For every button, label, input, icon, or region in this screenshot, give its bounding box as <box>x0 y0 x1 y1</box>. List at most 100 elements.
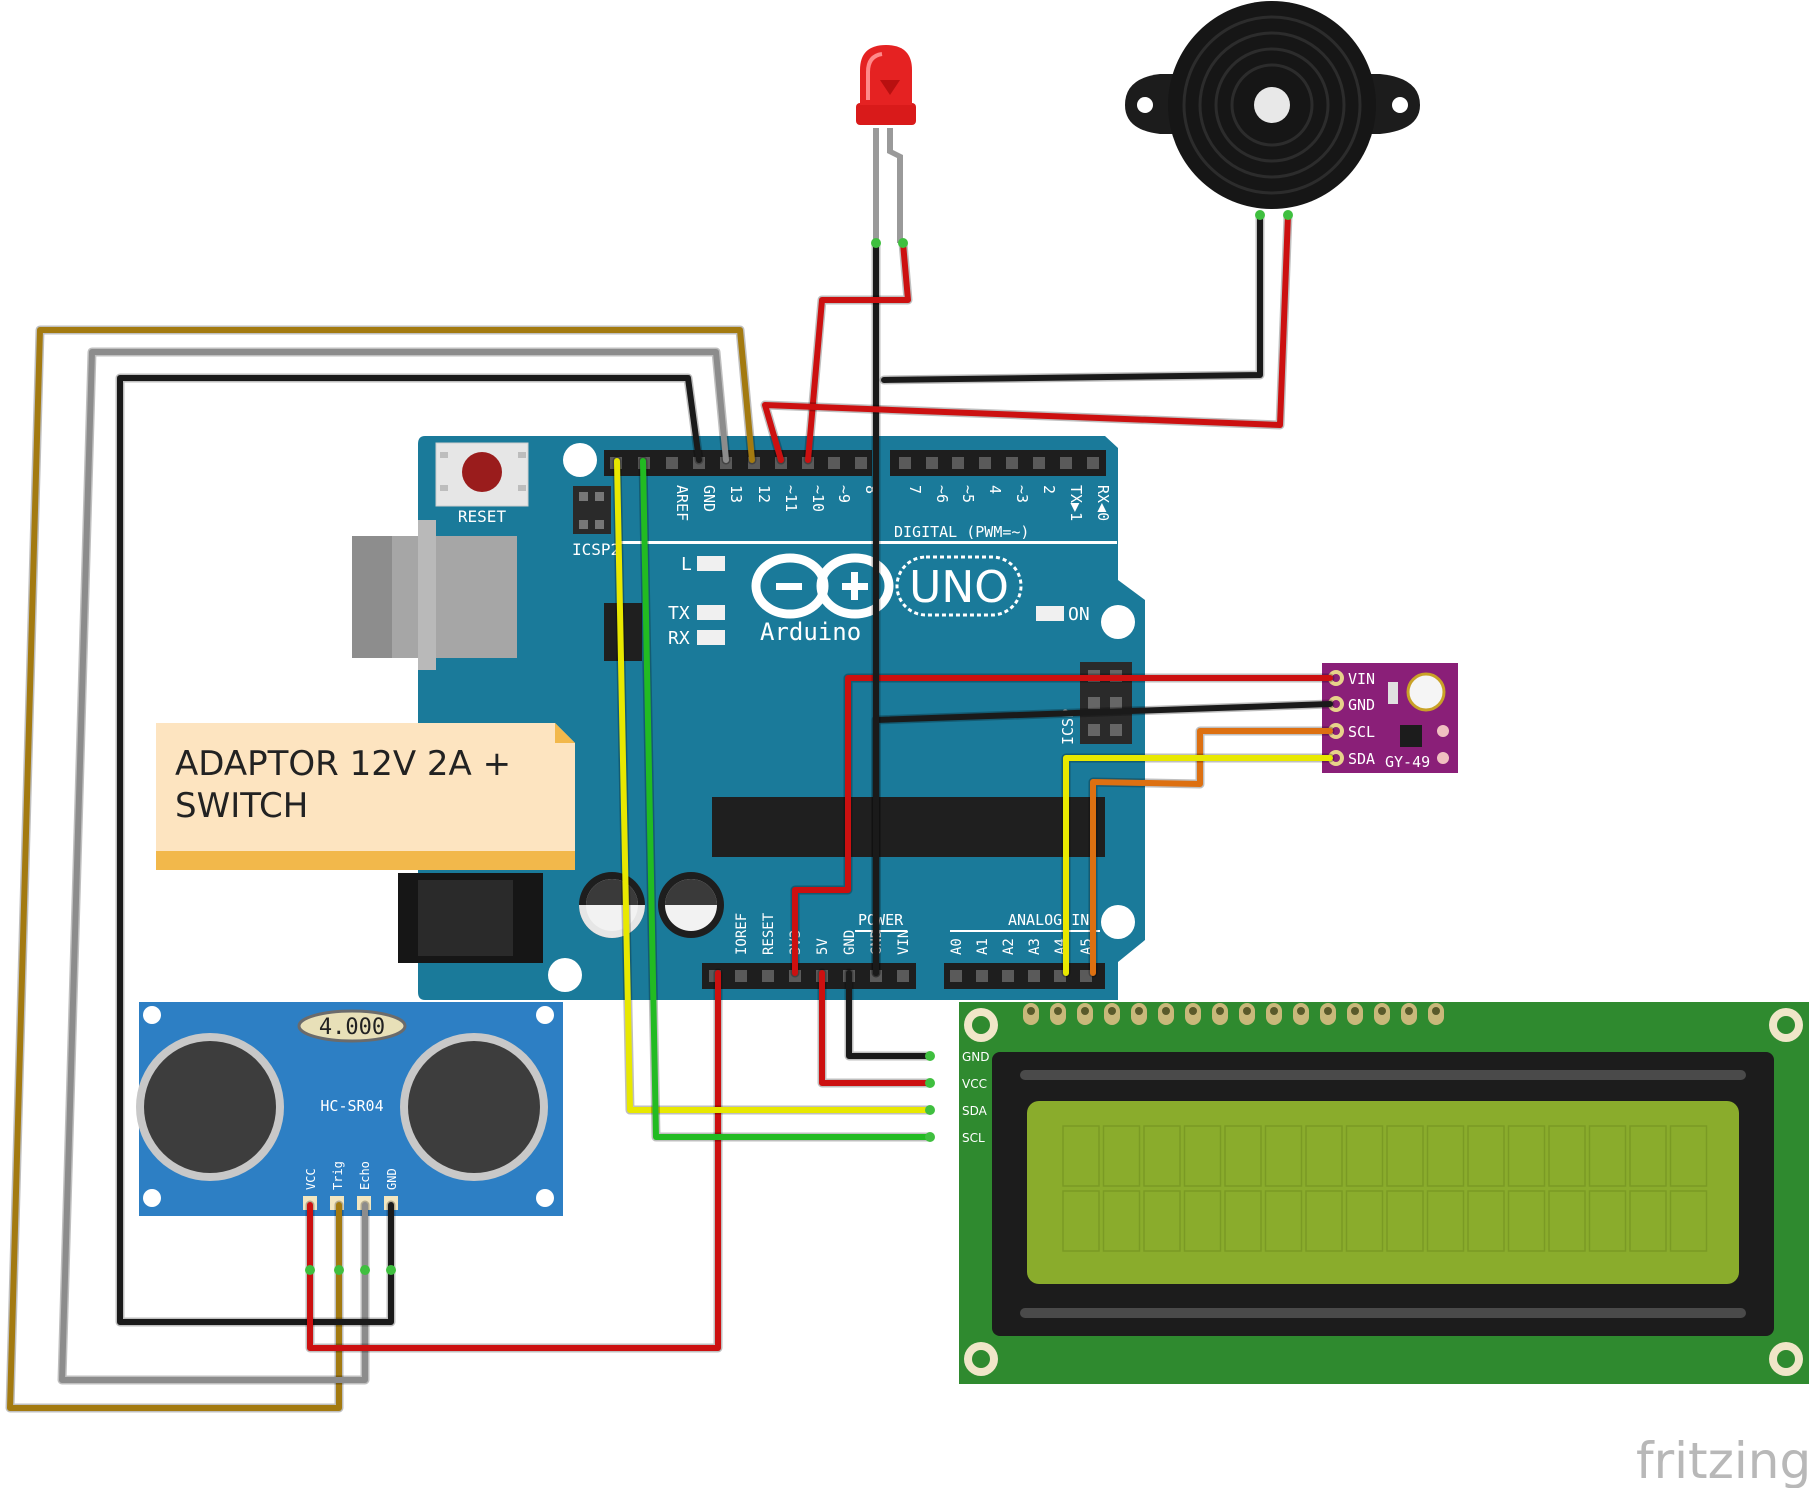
power-pin-label: IOREF <box>734 913 750 955</box>
wire-led-pin10 <box>805 240 911 463</box>
lcd-cell <box>1062 1125 1100 1187</box>
hc-sr04-label: HC-SR04 <box>320 1097 383 1115</box>
wire-gy49-vin <box>792 675 1333 976</box>
capacitor <box>579 872 645 938</box>
gy49-pin-label: SDA <box>1348 750 1375 768</box>
wire-endpoint <box>925 1132 935 1142</box>
led-l-label: L <box>681 554 692 575</box>
wire-endpoint <box>898 238 908 248</box>
analog-label: ANALOG IN <box>1008 911 1089 929</box>
wire-endpoint <box>334 1265 344 1275</box>
lcd-cell <box>1629 1190 1667 1252</box>
wire-lcd-sda <box>614 458 933 1113</box>
mount-hole <box>143 1189 161 1207</box>
lcd-pin-label: SCL <box>962 1131 985 1145</box>
digital-pin-label: ~6 <box>933 485 951 503</box>
header-pin <box>950 970 962 982</box>
mount-hole <box>1101 905 1135 939</box>
red-led <box>856 45 916 243</box>
lcd-cell <box>1467 1125 1505 1187</box>
lcd-cell <box>1305 1190 1343 1252</box>
header-pin <box>1060 457 1072 469</box>
lcd-cell <box>1548 1190 1586 1252</box>
header-pin <box>735 970 747 982</box>
header-pin <box>979 457 991 469</box>
gy49-pin-label: VIN <box>1348 670 1375 688</box>
icsp-label: ICSP <box>1059 709 1077 745</box>
header-pin <box>1028 970 1040 982</box>
header-pin <box>1087 457 1099 469</box>
digital-pin-label: 8 <box>862 485 880 494</box>
lcd-cell <box>1102 1190 1141 1252</box>
light-sensor <box>1406 672 1446 712</box>
power-pin-label: RESET <box>761 912 777 955</box>
wire-lcd-scl <box>640 458 933 1140</box>
lcd-cell <box>1305 1125 1343 1187</box>
wire-vcc-5v <box>307 970 721 1351</box>
lcd-cell <box>1426 1190 1465 1252</box>
wire-endpoint <box>386 1265 396 1275</box>
header-pin <box>926 457 938 469</box>
mount-hole <box>1101 605 1135 639</box>
digital-pin-label: 12 <box>755 485 773 503</box>
lcd-cell <box>1102 1125 1141 1187</box>
lcd-cell <box>1588 1125 1627 1187</box>
wire-endpoint <box>925 1105 935 1115</box>
header-pin <box>897 970 909 982</box>
gy49-pin-label: SCL <box>1348 723 1375 741</box>
lcd-cell <box>1224 1125 1262 1187</box>
wires <box>5 210 1335 1413</box>
lcd-cell <box>1224 1190 1262 1252</box>
lcd-pin-label: VCC <box>962 1077 987 1091</box>
wire-buzzer-gnd <box>881 212 1263 383</box>
digital-pin-label: ~5 <box>959 485 977 503</box>
digital-pin-label: GND <box>700 485 718 512</box>
lcd-cell <box>1507 1190 1546 1252</box>
mount-hole <box>143 1006 161 1024</box>
fritzing-watermark: fritzing <box>1636 1432 1809 1488</box>
lcd-cell <box>1062 1190 1100 1252</box>
lcd-cell <box>1507 1125 1546 1187</box>
buzzer-center <box>1254 87 1290 123</box>
wire-gy49-scl <box>1090 728 1333 976</box>
lcd-cell <box>1669 1190 1708 1252</box>
header-pin <box>1006 457 1018 469</box>
lcd-cell <box>1588 1190 1627 1252</box>
wire-endpoint <box>1255 210 1265 220</box>
digital-header-b <box>890 450 1106 476</box>
arduino-label: Arduino <box>760 618 861 646</box>
note-line-2: SWITCH <box>175 786 308 826</box>
wire-endpoint <box>305 1265 315 1275</box>
lcd-cell <box>1669 1125 1708 1187</box>
led-rx-label: RX <box>668 628 690 649</box>
analog-pin-label: A2 <box>1001 938 1017 955</box>
piezo-buzzer <box>1125 1 1420 209</box>
lcd-pin-label: GND <box>962 1050 990 1064</box>
sensor-pin-label: VCC <box>304 1168 318 1190</box>
lcd-cell <box>1345 1190 1384 1252</box>
digital-pin-label: ~9 <box>835 485 853 503</box>
wire-endpoint <box>1283 210 1293 220</box>
crystal <box>297 1009 407 1043</box>
led-tx <box>697 605 725 620</box>
lcd-cell <box>1264 1190 1303 1252</box>
digital-label: DIGITAL (PWM=~) <box>894 523 1029 541</box>
header-pin <box>762 970 774 982</box>
digital-pin-label: 2 <box>1040 485 1058 494</box>
power-header <box>702 963 916 989</box>
wire-gnd-gnd <box>117 375 702 1325</box>
mount-hole <box>548 958 582 992</box>
reset-label: RESET <box>458 507 507 526</box>
wire-endpoint <box>925 1051 935 1061</box>
lcd-cell <box>1629 1125 1667 1187</box>
uno-badge <box>895 555 1023 617</box>
lcd-cell <box>1386 1190 1424 1252</box>
adaptor-note: ADAPTOR 12V 2A + SWITCH <box>156 723 575 870</box>
analog-header <box>944 963 1105 989</box>
power-pin-label: GND <box>842 930 858 955</box>
analog-pin-label: A3 <box>1027 938 1043 955</box>
header-pin <box>976 970 988 982</box>
digital-pin-label: ~11 <box>782 485 800 512</box>
